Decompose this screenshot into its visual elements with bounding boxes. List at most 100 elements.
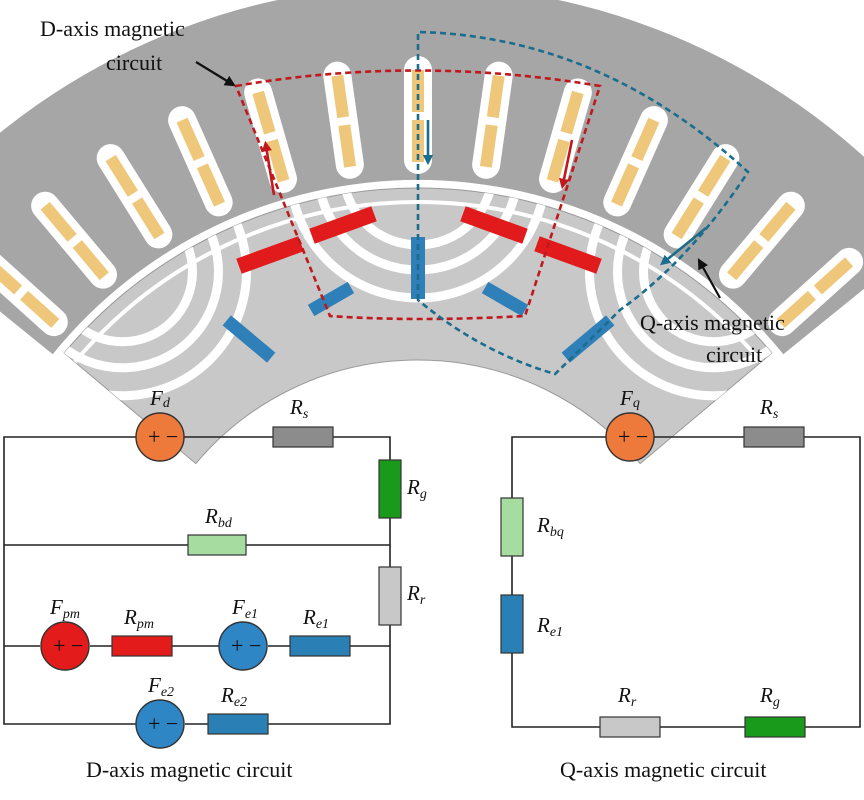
flux-barrier: [585, 187, 772, 401]
plus-minus-icon: + −: [618, 424, 648, 449]
d-circuit-wires: [3, 436, 391, 725]
permanent-magnet: [309, 206, 377, 244]
permanent-magnet: [307, 281, 355, 317]
d-axis-flux-path: [234, 69, 602, 321]
stator-slot: [323, 61, 364, 179]
resistor-Rs-q: [743, 426, 805, 448]
stator-slot: [768, 247, 864, 337]
source-Fpm: + −: [40, 621, 90, 671]
plus-minus-icon: + −: [53, 633, 83, 658]
plus-minus-icon: + −: [148, 424, 178, 449]
winding-coil: [331, 74, 350, 119]
motor-cross-section: D-axis magnetic circuit Q-axis magnetic …: [0, 0, 864, 465]
q-circuit-wires: [511, 436, 861, 728]
winding-coil: [176, 117, 205, 161]
q-axis-flux-path: [416, 30, 750, 376]
stator-slots: [0, 56, 864, 337]
permanent-magnets: [222, 206, 615, 363]
stator-slot: [719, 191, 805, 289]
resistor-Rbq: [500, 497, 524, 557]
q-axis-annotation-line1: Q-axis magnetic: [640, 310, 785, 335]
label-Rg-q: Rg: [759, 683, 780, 710]
resistor-Rr-q: [599, 716, 661, 738]
q-axis-annotation-line2: circuit: [706, 342, 762, 367]
resistor-Re1-q: [500, 594, 524, 654]
stator-slot: [96, 144, 173, 249]
winding-coil: [132, 197, 165, 240]
air-gap-ring: [73, 200, 763, 364]
resistor-Rpm: [111, 635, 173, 657]
label-Fe2: Fe2: [147, 673, 174, 700]
flux-barrier: [613, 187, 772, 373]
stator-slot: [472, 61, 513, 179]
winding-coil: [759, 201, 796, 242]
q-circuit-caption: Q-axis magnetic circuit: [560, 757, 766, 782]
stator-slot: [0, 247, 68, 337]
label-Fd: Fd: [149, 386, 171, 411]
d-axis-arrow-right: [558, 139, 574, 190]
label-Fe1: Fe1: [231, 595, 258, 622]
resistor-Rs-d: [272, 426, 334, 448]
label-Rpm: Rpm: [123, 605, 154, 632]
label-Rbq: Rbq: [536, 513, 564, 540]
label-Rs-q: Rs: [759, 395, 779, 422]
winding-coil: [20, 290, 60, 328]
permanent-magnet: [481, 281, 529, 317]
d-circuit-caption: D-axis magnetic circuit: [86, 757, 292, 782]
winding-coil: [776, 290, 816, 328]
label-Rg-d: Rg: [406, 475, 427, 502]
stator-slot: [663, 144, 740, 249]
d-axis-annotation-arrow: [195, 61, 236, 87]
label-Fq: Fq: [619, 386, 640, 411]
source-Fq: + −: [605, 412, 655, 462]
label-Fpm: Fpm: [49, 595, 80, 622]
stator-slot: [603, 106, 668, 217]
winding-coil: [252, 90, 276, 135]
label-Re1-d: Re1: [302, 605, 329, 632]
plus-minus-icon: + −: [148, 711, 178, 736]
winding-coil: [631, 117, 660, 161]
label-Rr-q: Rr: [617, 683, 637, 710]
d-axis-annotation-line1: D-axis magnetic: [40, 16, 185, 41]
winding-coil: [412, 120, 424, 162]
winding-coil: [486, 74, 505, 119]
label-Rr-d: Rr: [406, 581, 426, 608]
winding-coil: [0, 257, 23, 295]
d-axis-annotation-line2: circuit: [106, 50, 162, 75]
plus-minus-icon: + −: [231, 633, 261, 658]
winding-coil: [196, 163, 225, 207]
winding-coil: [727, 240, 764, 281]
winding-coil: [611, 163, 640, 207]
source-Fe1: + −: [218, 621, 268, 671]
q-axis-annotation-arrow: [697, 258, 721, 299]
label-Rs-d: Rs: [289, 395, 309, 422]
resistor-Re2: [207, 713, 269, 735]
q-axis-arrow-diag: [659, 226, 707, 266]
winding-coil: [479, 124, 498, 168]
stator-slot: [168, 106, 233, 217]
resistor-Rg-d: [378, 459, 402, 519]
resistor-Re1-d: [289, 635, 351, 657]
d-axis-circuit: + − + − + − + − Fd Rs Rg Rbd Rr Fpm Rpm …: [3, 386, 427, 782]
winding-coil: [105, 154, 139, 197]
flux-barrier: [64, 187, 223, 373]
source-Fe2: + −: [135, 699, 185, 749]
permanent-magnet: [534, 236, 602, 274]
q-axis-circuit: + − Fq Rs Rbq Re1 Rr Rg Q-axis magnetic …: [500, 386, 861, 782]
stator-slot: [539, 78, 592, 193]
permanent-magnet: [460, 206, 528, 244]
resistor-Rbd: [187, 534, 247, 556]
label-Rbd: Rbd: [204, 504, 233, 531]
permanent-magnet: [561, 315, 615, 363]
winding-coil: [72, 240, 109, 281]
permanent-magnet: [222, 315, 276, 363]
d-axis-arrow-left: [261, 140, 276, 196]
winding-coil: [412, 70, 424, 112]
source-Fd: + −: [135, 412, 185, 462]
stator-slot: [404, 56, 432, 174]
winding-coil: [546, 138, 570, 183]
winding-coil: [40, 201, 77, 242]
label-Re2: Re2: [220, 683, 247, 710]
winding-coil: [697, 154, 731, 197]
